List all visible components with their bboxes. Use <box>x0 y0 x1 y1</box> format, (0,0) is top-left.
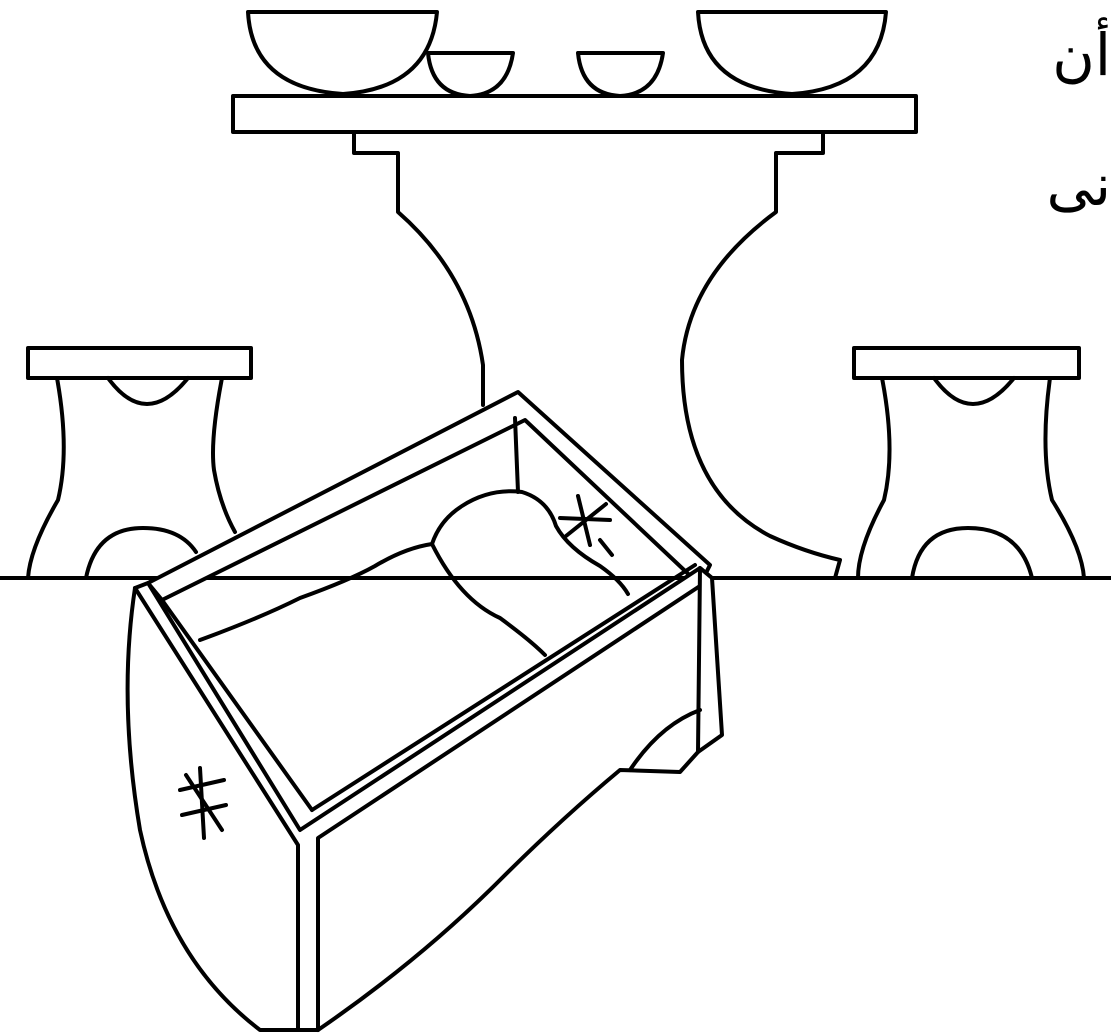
bowl-large-left <box>246 10 439 96</box>
crate-back-rim <box>146 390 712 602</box>
crate-inner-corner <box>513 416 520 494</box>
crate-contents <box>198 489 630 642</box>
crate-inner-rim <box>160 598 314 812</box>
stool-left-body <box>26 376 237 580</box>
crate <box>125 390 724 1032</box>
stool-right-lower-arch <box>910 526 1034 580</box>
star-mark-right <box>558 494 614 557</box>
crate-front-frame <box>133 566 714 1032</box>
stool-right-body <box>856 376 1086 580</box>
stool-right <box>852 346 1086 580</box>
caption-line-2: نى <box>1046 151 1111 219</box>
star-mark-left <box>178 766 228 840</box>
pedestal-table <box>231 94 918 580</box>
stool-left-top <box>26 346 253 380</box>
caption-line-1: أن <box>1052 21 1111 89</box>
crate-end-board <box>696 566 724 754</box>
crate-contents-fold <box>430 542 547 657</box>
bowl-large-right <box>696 10 888 96</box>
table-stand <box>352 130 842 580</box>
bowls <box>246 10 888 98</box>
stool-right-top <box>852 346 1081 380</box>
crate-bottom-edge <box>316 750 700 1032</box>
bowl-small-right <box>576 51 665 98</box>
table-top <box>231 94 918 134</box>
stool-left-lower-arch <box>84 526 198 580</box>
crate-side-panel <box>125 586 300 1032</box>
stool-right-upper-arch <box>932 376 1016 406</box>
crate-inner-rim-front <box>310 563 697 812</box>
stool-left <box>26 346 253 580</box>
bowl-small-left <box>426 51 515 98</box>
crate-bottom-tab <box>628 708 702 772</box>
stool-left-upper-arch <box>106 376 190 406</box>
